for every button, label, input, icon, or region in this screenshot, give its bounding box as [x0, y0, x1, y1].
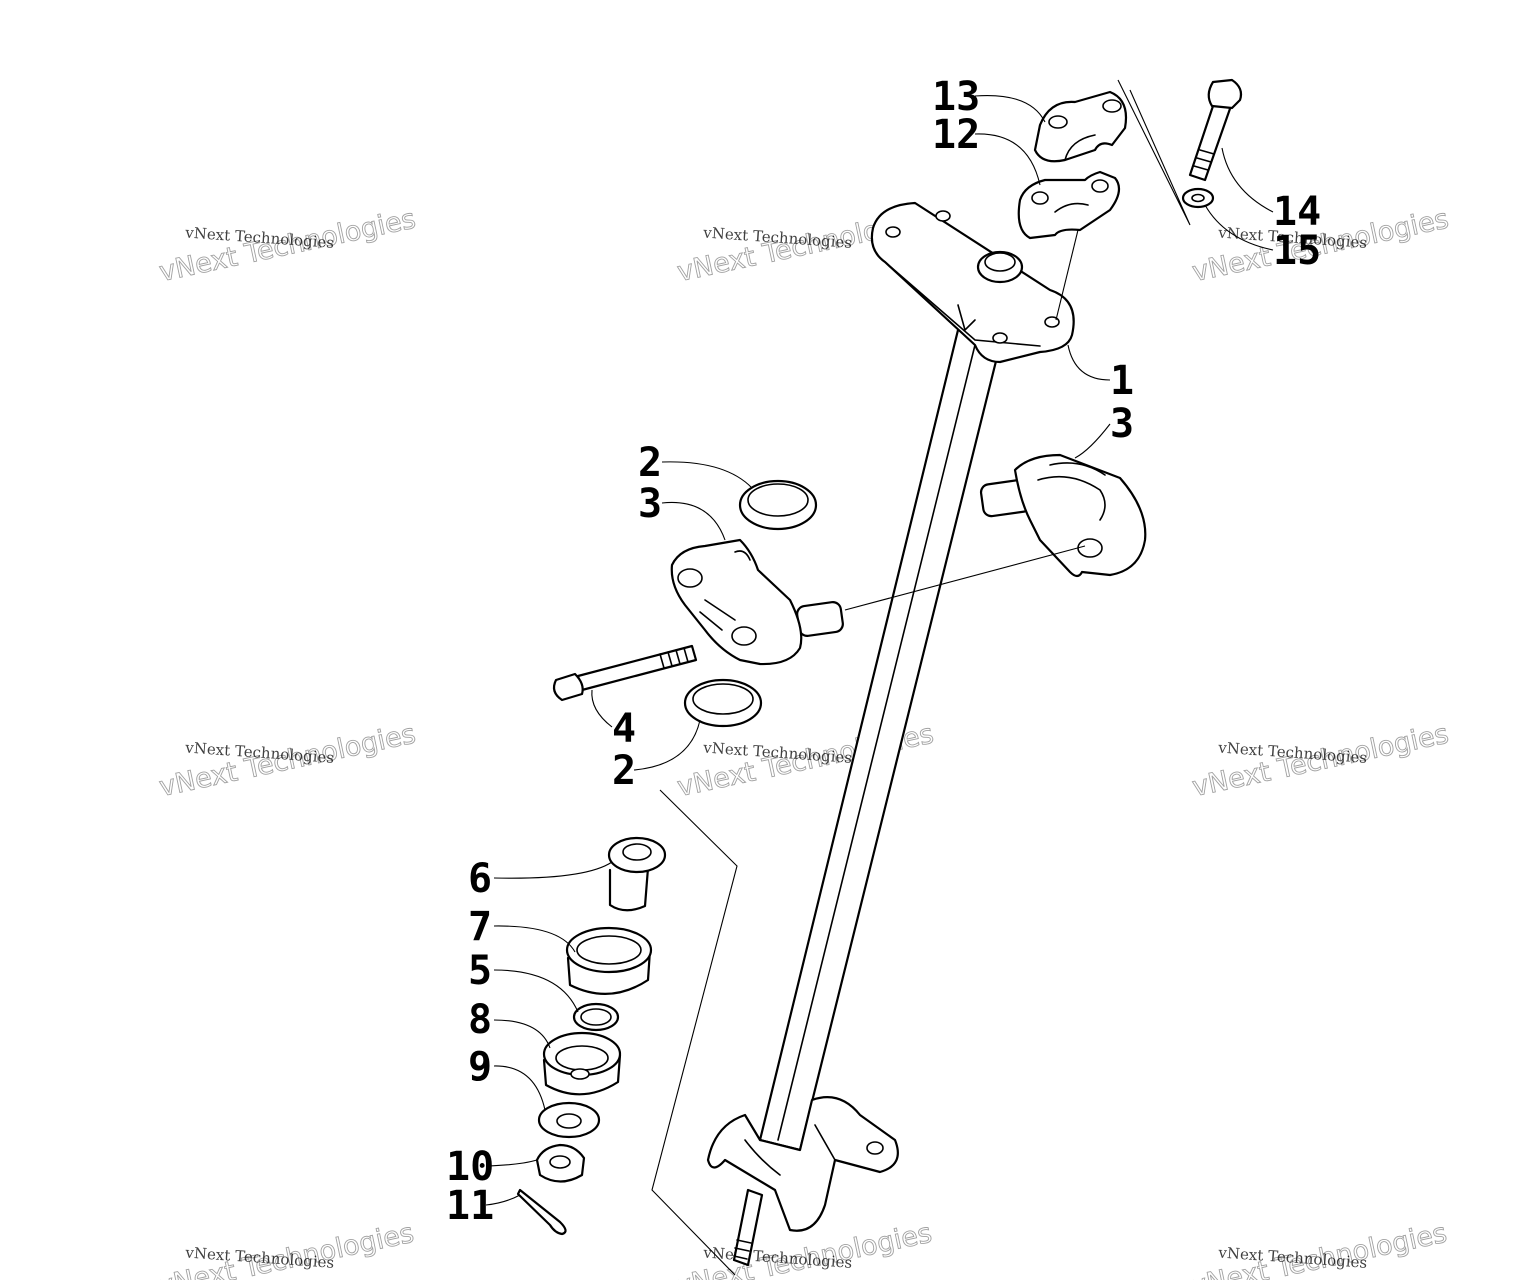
steering-shaft — [758, 328, 1002, 1152]
plate-center-boss-inner — [984, 252, 1016, 272]
part-6-bushing — [607, 836, 667, 912]
clamp-hole — [1091, 179, 1109, 193]
plate-hole — [935, 210, 951, 222]
leader-lines — [485, 94, 1274, 1206]
callout-7: 7 — [468, 904, 492, 950]
callout-1: 1 — [1110, 358, 1134, 404]
assembly-bracket — [1117, 79, 1191, 226]
plate-gusset — [957, 304, 976, 332]
part-1-steering-post — [706, 201, 1075, 1267]
handlebar-mount-plate — [870, 201, 1075, 364]
part-3-left-bracket — [670, 538, 844, 666]
callout-4: 4 — [612, 706, 636, 752]
part-12-lower-clamp — [1017, 170, 1121, 240]
part-9-washer — [537, 1101, 601, 1139]
callout-2-upper: 2 — [638, 440, 662, 486]
bracket-hole — [731, 626, 757, 646]
watermark-bottom-right: vNext Technologies vNext Technologies — [1188, 1217, 1451, 1280]
callout-13: 13 — [932, 74, 980, 120]
bracket-hole — [677, 568, 703, 588]
part-13-upper-clamp — [1033, 90, 1128, 163]
clamp-hole — [1031, 191, 1049, 205]
shaft-spindle — [732, 1188, 764, 1267]
watermark-bottom-left: vNext Technologies vNext Technologies — [155, 1217, 418, 1280]
part-3-right-bracket — [979, 453, 1147, 578]
callout-5: 5 — [468, 948, 492, 994]
callout-8: 8 — [468, 997, 492, 1043]
steering-shaft-highlight — [777, 344, 976, 1141]
callout-labels: 13 12 14 15 1 3 2 3 4 2 6 7 5 8 9 10 11 — [446, 74, 1321, 1229]
part-8-cup — [542, 1031, 622, 1096]
spindle-threads — [733, 1239, 752, 1260]
part-4-bolt — [552, 644, 698, 702]
steering-arm-edge — [744, 1124, 836, 1176]
callout-3-left: 3 — [638, 481, 662, 527]
callout-6: 6 — [468, 856, 492, 902]
part-5-o-ring — [572, 1002, 620, 1032]
callout-10: 10 — [446, 1144, 494, 1190]
part-10-nut — [535, 1143, 586, 1183]
watermark-mid-right: vNext Technologies vNext Technologies — [1189, 718, 1452, 803]
steering-arm-hole — [866, 1141, 884, 1155]
part-15-washer — [1181, 187, 1215, 209]
part-2-lower-bearing — [683, 678, 763, 728]
assembly-line — [1055, 229, 1079, 321]
clamp-hole — [1048, 115, 1068, 129]
plate-hole — [992, 332, 1008, 344]
watermark-top-left: vNext Technologies vNext Technologies — [156, 203, 419, 288]
assembly-bracket — [651, 789, 738, 1276]
callout-12: 12 — [932, 112, 980, 158]
clamp-hole — [1102, 99, 1122, 113]
callout-11: 11 — [446, 1183, 494, 1229]
part-14-bolt — [1188, 78, 1243, 182]
part-2-upper-bearing — [738, 479, 818, 531]
watermark-mid-left: vNext Technologies vNext Technologies — [156, 718, 419, 803]
callout-3-right: 3 — [1110, 401, 1134, 447]
callout-14: 14 — [1273, 189, 1321, 235]
callout-9: 9 — [468, 1044, 492, 1090]
bracket-pin — [796, 601, 844, 637]
callout-2-lower: 2 — [612, 748, 636, 794]
part-7-cup — [565, 926, 653, 995]
plate-center-boss — [976, 250, 1024, 284]
plate-hole — [885, 226, 901, 238]
part-11-cotter-pin — [516, 1188, 567, 1236]
steering-arm — [706, 1096, 899, 1232]
callout-15: 15 — [1273, 228, 1321, 274]
bracket-bore — [1077, 538, 1103, 558]
assembly-line — [844, 545, 1086, 611]
plate-hole — [1044, 316, 1060, 328]
plate-edge — [884, 261, 1041, 347]
